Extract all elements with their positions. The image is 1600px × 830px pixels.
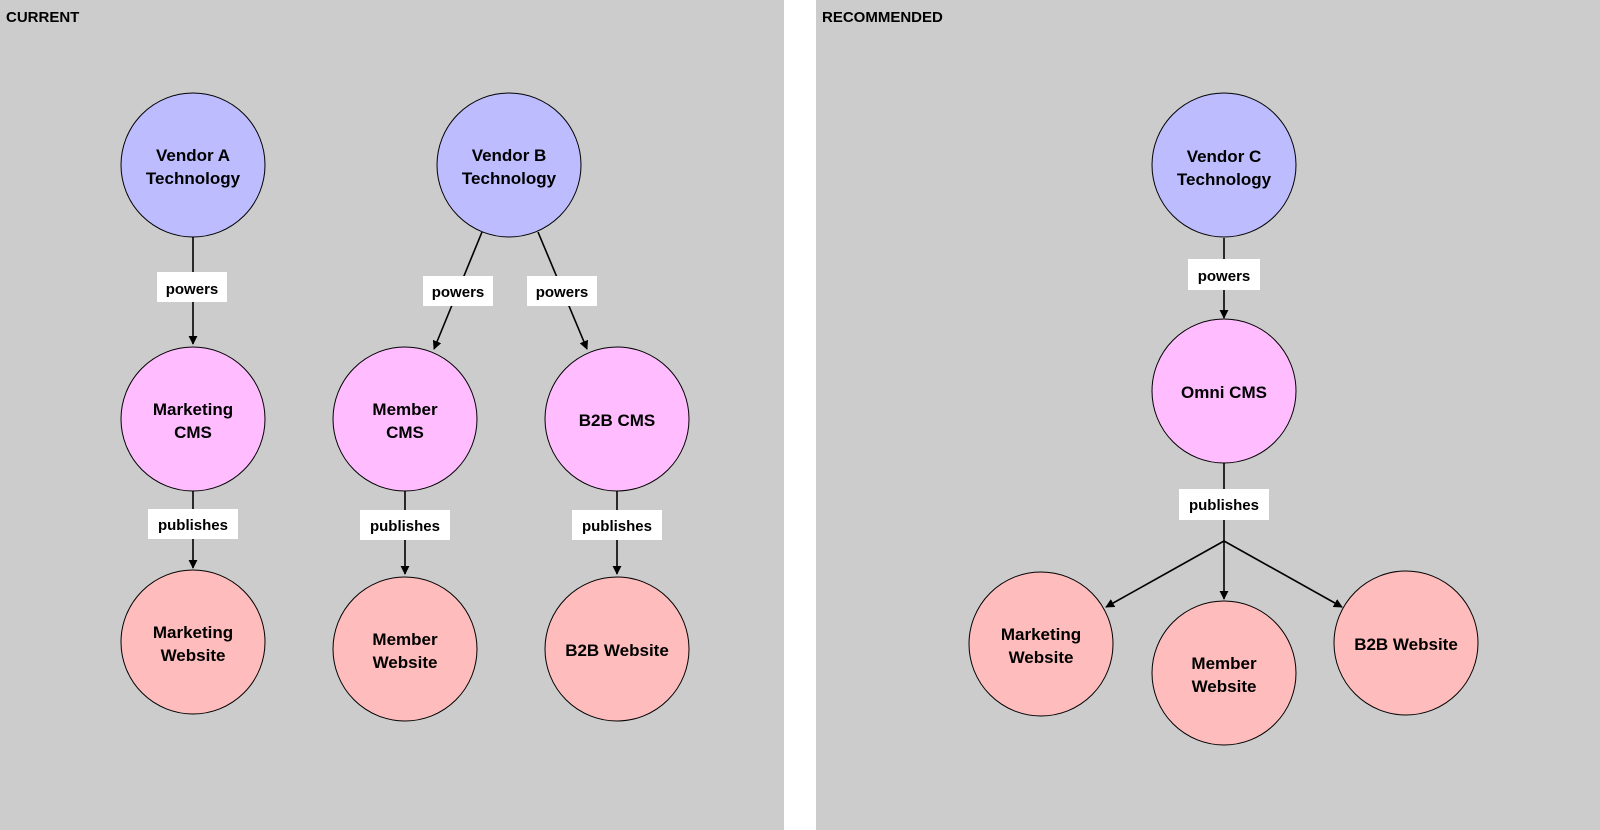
svg-text:Member: Member: [372, 630, 438, 649]
svg-text:Marketing: Marketing: [1001, 625, 1081, 644]
edge-label-vendor-b-powers-member: powers: [423, 276, 493, 306]
edge-label-b2b-publishes: publishes: [572, 510, 662, 540]
svg-text:CMS: CMS: [386, 423, 424, 442]
node-marketing-website-recommended: Marketing Website: [968, 571, 1114, 717]
node-member-website: Member Website: [332, 576, 478, 722]
edge-label-omni-publishes: publishes: [1179, 489, 1269, 520]
svg-text:powers: powers: [166, 281, 219, 298]
node-b2b-cms: B2B CMS: [544, 346, 690, 492]
svg-text:publishes: publishes: [158, 517, 228, 534]
edge-label-marketing-publishes: publishes: [148, 509, 238, 539]
svg-text:B2B Website: B2B Website: [1354, 635, 1458, 654]
node-vendor-c-technology: Vendor C Technology: [1151, 92, 1297, 238]
svg-text:publishes: publishes: [1189, 497, 1259, 514]
recommended-panel-title: RECOMMENDED: [822, 9, 943, 26]
svg-text:publishes: publishes: [370, 518, 440, 535]
svg-text:Marketing: Marketing: [153, 400, 233, 419]
svg-text:Website: Website: [1009, 648, 1074, 667]
edge-label-vendor-b-powers-b2b: powers: [527, 276, 597, 306]
current-panel: CURRENT powers powers powers publishes p…: [0, 0, 784, 830]
svg-text:powers: powers: [1198, 268, 1251, 285]
edge-label-vendor-c-powers: powers: [1188, 259, 1260, 290]
svg-text:Technology: Technology: [462, 169, 557, 188]
recommended-panel: RECOMMENDED powers publishes Vendor C Te…: [816, 0, 1600, 830]
svg-text:Website: Website: [1192, 677, 1257, 696]
svg-text:Website: Website: [161, 646, 226, 665]
edge-label-member-publishes: publishes: [360, 510, 450, 540]
svg-text:Vendor A: Vendor A: [156, 146, 230, 165]
svg-text:B2B Website: B2B Website: [565, 641, 669, 660]
node-omni-cms: Omni CMS: [1151, 318, 1297, 464]
node-member-website-recommended: Member Website: [1151, 600, 1297, 746]
svg-text:Member: Member: [1191, 654, 1257, 673]
node-b2b-website-recommended: B2B Website: [1333, 570, 1479, 716]
svg-text:Vendor B: Vendor B: [472, 146, 547, 165]
svg-text:Website: Website: [373, 653, 438, 672]
svg-text:Member: Member: [372, 400, 438, 419]
svg-text:powers: powers: [536, 284, 589, 301]
svg-text:powers: powers: [432, 284, 485, 301]
node-vendor-a-technology: Vendor A Technology: [120, 92, 266, 238]
node-member-cms: Member CMS: [332, 346, 478, 492]
edge-omni-cms-to-b2b-website: [1223, 540, 1343, 608]
node-marketing-website: Marketing Website: [120, 569, 266, 715]
edge-label-vendor-a-powers: powers: [157, 272, 227, 302]
svg-text:Marketing: Marketing: [153, 623, 233, 642]
edge-omni-cms-to-marketing-website: [1105, 540, 1225, 608]
node-b2b-website: B2B Website: [544, 576, 690, 722]
svg-text:Technology: Technology: [146, 169, 241, 188]
node-marketing-cms: Marketing CMS: [120, 346, 266, 492]
current-panel-title: CURRENT: [6, 9, 79, 26]
svg-text:Omni CMS: Omni CMS: [1181, 383, 1267, 402]
svg-text:Vendor C: Vendor C: [1187, 147, 1262, 166]
svg-text:B2B CMS: B2B CMS: [579, 411, 656, 430]
svg-text:CMS: CMS: [174, 423, 212, 442]
svg-text:publishes: publishes: [582, 518, 652, 535]
node-vendor-b-technology: Vendor B Technology: [436, 92, 582, 238]
svg-text:Technology: Technology: [1177, 170, 1272, 189]
